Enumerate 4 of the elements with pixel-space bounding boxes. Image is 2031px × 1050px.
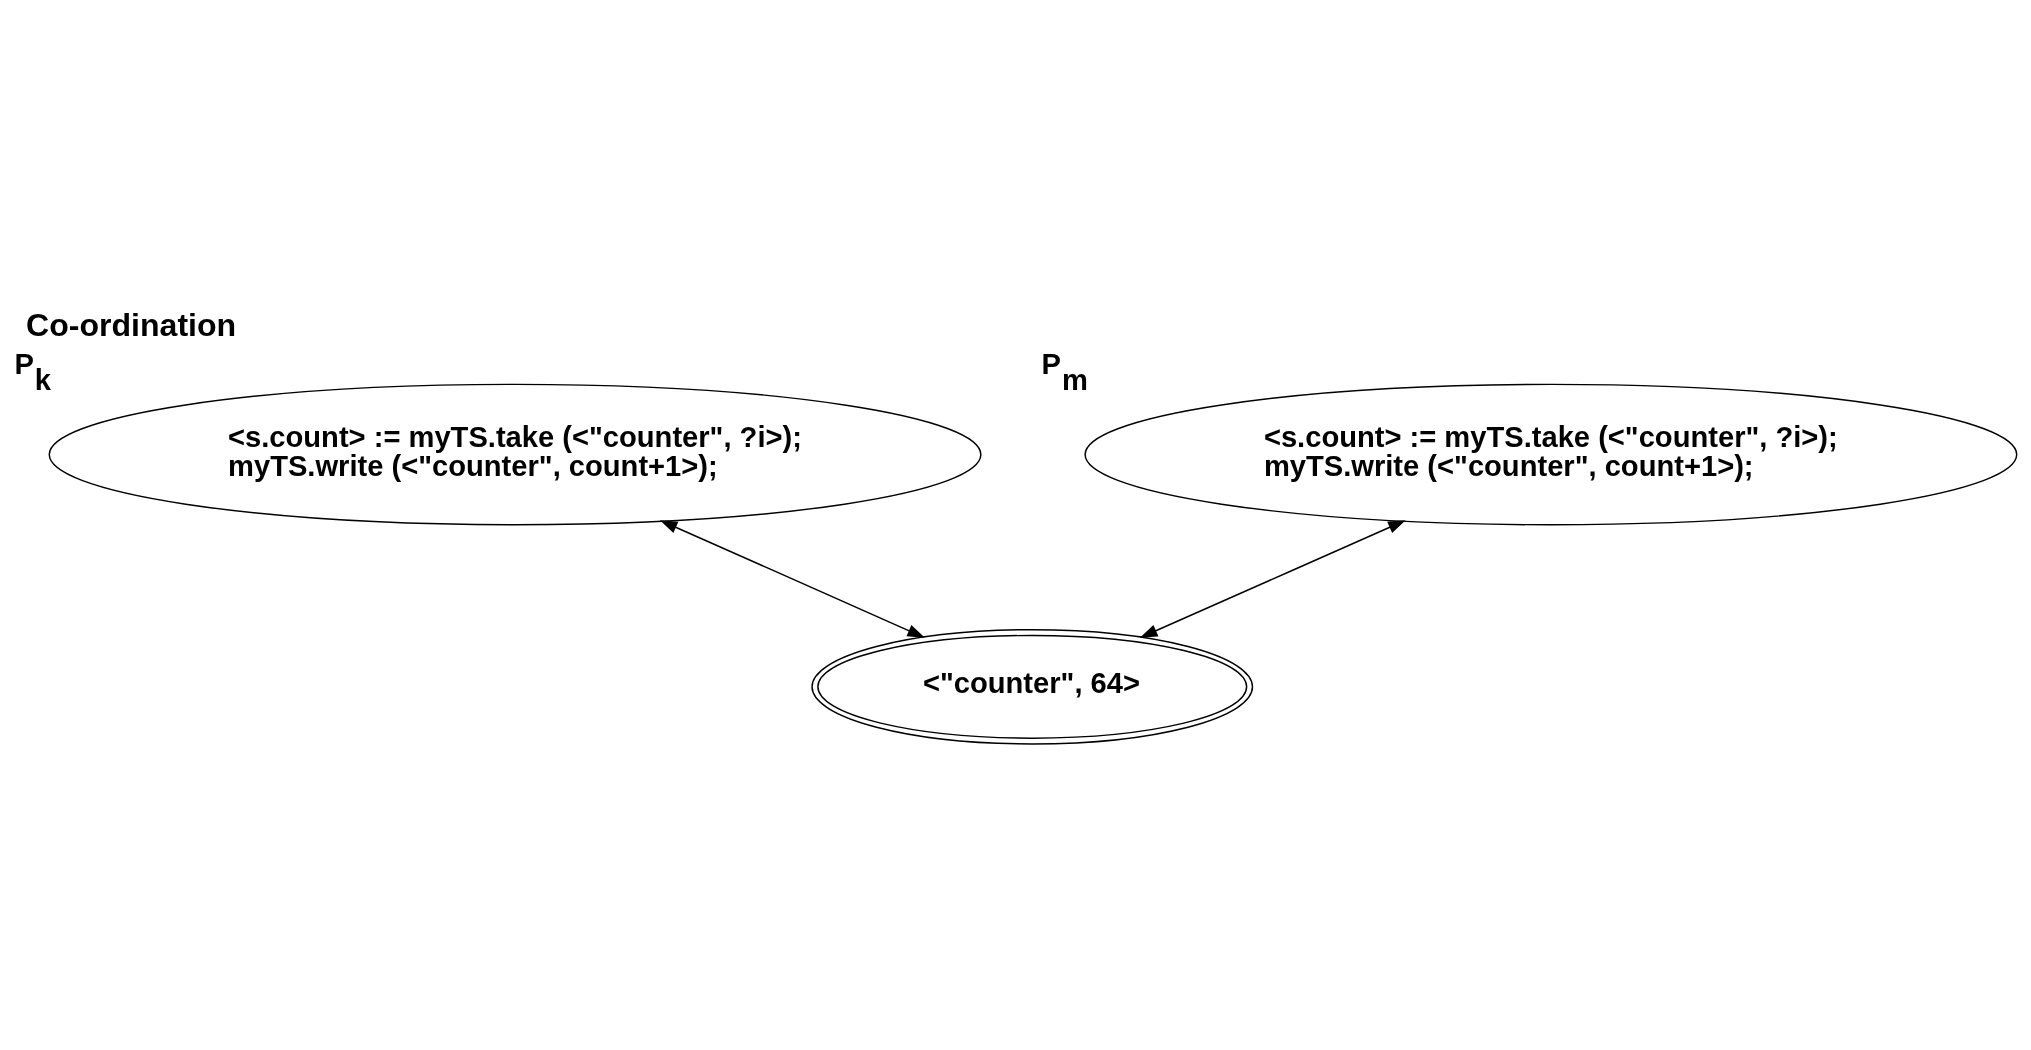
arrow xyxy=(1139,520,1406,638)
arrow xyxy=(659,520,925,638)
diagram-title: Co-ordination xyxy=(26,306,237,343)
node-ellipse: <"counter", 64> xyxy=(811,629,1254,745)
